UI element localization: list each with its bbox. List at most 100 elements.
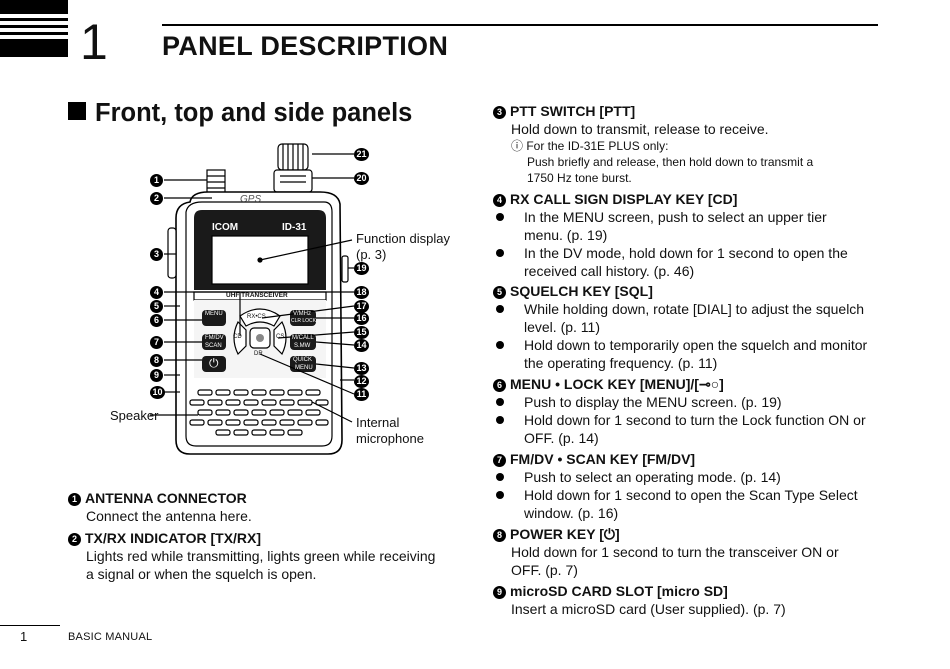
callout-8: 8 [150,354,163,367]
callout-17: 17 [354,300,369,313]
callout-4: 4 [150,286,163,299]
bullet-icon [496,473,504,481]
key-scan-label: SCAN [205,343,222,349]
bullet-text-cont: window. (p. 16) [524,505,619,521]
item-number-8: 8 [493,529,506,542]
item-number-3: 3 [493,106,506,119]
item-rx-call-sign-key: 4 RX CALL SIGN DISPLAY KEY [CD] In the ME… [493,190,893,280]
bullet-icon [496,416,504,424]
microphone-callout: Internal microphone [356,415,424,447]
key-dr-label: DR [254,351,263,357]
item-number-5: 5 [493,286,506,299]
model-label: ID-31 [282,222,307,233]
bullet-text: In the DV mode, hold down for 1 second t… [524,245,848,261]
note-line2: 1750 Hz tone burst. [527,171,632,185]
callout-12: 12 [354,375,369,388]
item-number-7: 7 [493,454,506,467]
callout-10: 10 [150,386,165,399]
item-power-key: 8 POWER KEY [⏻] Hold down for 1 second to… [493,525,893,579]
note-line1: Push briefly and release, then hold down… [527,155,814,169]
function-display-callout: Function display (p. 3) [356,231,450,263]
power-icon: ⏻ [603,526,615,542]
bullet-icon [496,213,504,221]
item-title: RX CALL SIGN DISPLAY KEY [CD] [510,191,738,207]
power-icon: ⏻ [209,356,219,370]
info-icon: ⓘ [511,139,527,153]
microphone-label: microphone [356,431,424,446]
item-body-line2: a signal or when the squelch is open. [86,566,317,582]
function-display-label: Function display [356,231,450,246]
square-bullet-icon [68,102,86,120]
internal-label: Internal [356,415,400,430]
callout-13: 13 [354,362,369,375]
item-body-line1: Lights red while transmitting, lights gr… [86,548,436,564]
item-title-end: ] [614,526,620,542]
item-number-4: 4 [493,194,506,207]
item-body-line1: Hold down for 1 second to turn the trans… [511,544,839,560]
bullet-icon [496,305,504,313]
item-title: PTT SWITCH [PTT] [510,103,636,119]
lock-key-icon: ⊸○ [698,376,720,392]
item-title: FM/DV • SCAN KEY [FM/DV] [510,451,696,467]
item-title: SQUELCH KEY [SQL] [510,283,653,299]
item-number-2: 2 [68,533,81,546]
callout-16: 16 [354,312,369,325]
key-vmhz-label: V/MHz [293,311,311,317]
callout-9: 9 [150,369,163,382]
callout-19: 19 [354,262,369,275]
callout-7: 7 [150,336,163,349]
section-title-text: Front, top and side panels [95,99,413,127]
bullet-icon [496,491,504,499]
bullet-icon [496,249,504,257]
item-body: Connect the antenna here. [86,508,252,524]
footer-label: BASIC MANUAL [68,631,153,643]
chapter-title: PANEL DESCRIPTION [162,31,449,61]
callout-11: 11 [354,388,369,401]
item-body: Insert a microSD card (User supplied). (… [511,601,786,617]
bullet-text: Hold down for 1 second to open the Scan … [524,487,858,503]
callout-14: 14 [354,339,369,352]
key-fmdv-label: FM/DV [205,335,224,341]
callout-5: 5 [150,300,163,313]
item-body-line2: OFF. (p. 7) [511,562,578,578]
item-number-6: 6 [493,379,506,392]
function-display-page: (p. 3) [356,247,387,262]
brand-label: ICOM [212,222,239,233]
bullet-icon [496,398,504,406]
key-quick-label: QUICK [293,357,313,363]
callout-1: 1 [150,174,163,187]
bullet-icon [496,341,504,349]
speaker-callout: Speaker [110,408,159,423]
bullet-text-cont: level. (p. 11) [524,319,600,335]
item-number-9: 9 [493,586,506,599]
bullet-text-cont: menu. (p. 19) [524,227,608,243]
chapter-rule [162,24,878,26]
callout-3: 3 [150,248,163,261]
bullet-text: In the MENU screen, push to select an up… [524,209,827,225]
callout-21: 21 [354,148,369,161]
chapter-number: 1 [80,14,108,70]
section-title: Front, top and side panels [68,99,412,128]
bullet-text: Hold down for 1 second to turn the Lock … [524,412,866,428]
key-quick-menu-label: MENU [295,365,313,371]
key-cd-label: CD [233,334,242,340]
item-title: POWER KEY [ [510,526,604,542]
item-title: ANTENNA CONNECTOR [85,490,247,506]
bullet-text-cont: the operating frequency. (p. 11) [524,355,718,371]
footer-rule [0,625,60,626]
key-cs-label: CS [276,334,285,340]
page-number: 1 [20,629,28,644]
note-label: For the ID-31E PLUS only: [526,139,669,153]
key-rxcs-label: RX•CS [247,314,266,320]
band-label: UHF TRANSCEIVER [226,292,288,299]
key-smw-label: S.MW [294,343,311,349]
callout-2: 2 [150,192,163,205]
callout-18: 18 [354,286,369,299]
callout-15: 15 [354,326,369,339]
